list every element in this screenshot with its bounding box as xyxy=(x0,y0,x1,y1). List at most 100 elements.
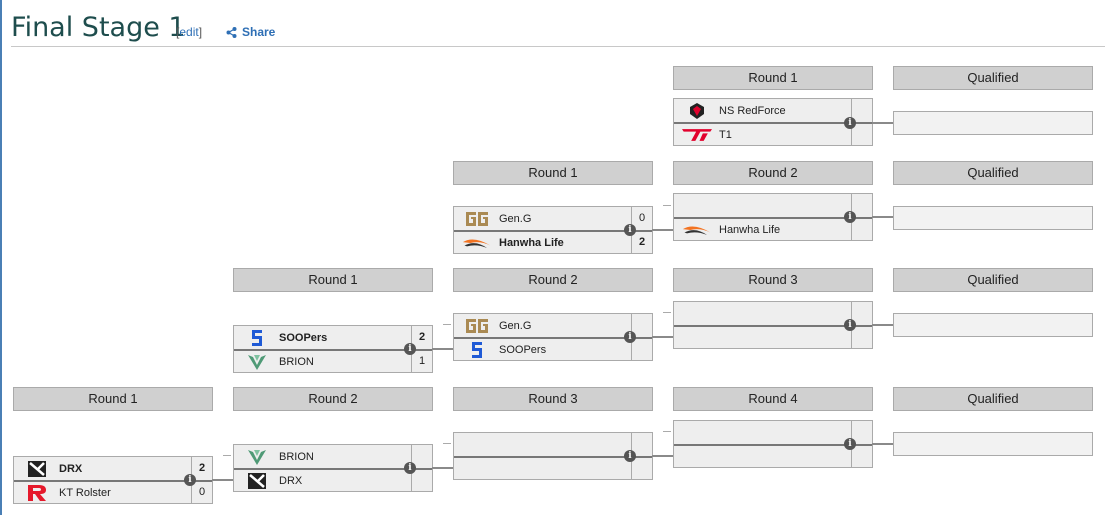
team-score: 2 xyxy=(191,457,212,480)
match-team-row[interactable] xyxy=(674,194,850,217)
geng-logo xyxy=(462,316,492,336)
bracket-tick xyxy=(443,324,451,325)
match-info-icon[interactable]: i xyxy=(844,211,856,223)
match-divider xyxy=(234,468,432,470)
match-team-row[interactable]: KT Rolster xyxy=(14,481,190,504)
bracket-connector xyxy=(872,324,893,326)
brion-logo xyxy=(242,447,272,467)
team-name: Hanwha Life xyxy=(499,236,564,249)
bracket-connector xyxy=(432,348,453,350)
team-score: 0 xyxy=(191,481,212,504)
match-info-icon[interactable]: i xyxy=(844,319,856,331)
bracket-connector xyxy=(432,467,453,469)
match-divider xyxy=(14,480,212,482)
match-team-row[interactable]: DRX xyxy=(14,457,190,480)
team-name: BRION xyxy=(279,355,314,368)
match-divider xyxy=(674,325,872,327)
match-team-row[interactable]: BRION xyxy=(234,350,410,373)
qualified-header: Qualified xyxy=(893,268,1093,292)
bracket-tick xyxy=(223,455,231,456)
round-header: Round 3 xyxy=(453,387,653,411)
match-divider xyxy=(674,217,872,219)
bracket-tick xyxy=(663,205,671,206)
match-info-icon[interactable]: i xyxy=(624,224,636,236)
match-info-icon[interactable]: i xyxy=(404,462,416,474)
share-button[interactable]: Share xyxy=(226,25,275,39)
match-divider xyxy=(674,122,872,124)
match-info-icon[interactable]: i xyxy=(184,474,196,486)
ns-redforce-logo xyxy=(682,101,712,121)
title-divider xyxy=(11,46,1105,47)
bracket-tick xyxy=(663,431,671,432)
match-divider xyxy=(674,444,872,446)
match-team-row[interactable]: BRION xyxy=(234,445,410,468)
match-info-icon[interactable]: i xyxy=(844,117,856,129)
drx-logo xyxy=(242,471,272,491)
team-name: SOOPers xyxy=(279,331,328,344)
team-name: SOOPers xyxy=(499,343,547,356)
hanwha-life-logo xyxy=(682,220,712,240)
bracket-connector xyxy=(872,443,893,445)
bracket-connector xyxy=(872,216,893,218)
edit-link[interactable]: edit xyxy=(179,25,199,39)
bracket-connector xyxy=(652,229,673,231)
kt-rolster-logo xyxy=(22,483,52,503)
qualified-slot xyxy=(893,313,1093,337)
match-brion-vs-drx: BRION DRX xyxy=(233,444,433,492)
bracket-tick xyxy=(663,312,671,313)
bracket-connector xyxy=(652,455,673,457)
drx-logo xyxy=(22,459,52,479)
share-label: Share xyxy=(242,25,276,39)
team-score: 2 xyxy=(631,231,652,254)
team-name: Gen.G xyxy=(499,212,532,225)
match-team-row[interactable]: Gen.G xyxy=(454,207,630,230)
match-soopers-vs-brion: SOOPers BRION 2 1 xyxy=(233,325,433,373)
round-header: Round 4 xyxy=(673,387,873,411)
edit-bracket-open: [ xyxy=(176,25,180,39)
team-name: DRX xyxy=(279,474,303,487)
t1-logo xyxy=(682,125,712,145)
qualified-slot xyxy=(893,206,1093,230)
match-info-icon[interactable]: i xyxy=(404,343,416,355)
round-header: Round 2 xyxy=(233,387,433,411)
edit-link-wrapper: [edit] xyxy=(176,25,202,39)
match-divider xyxy=(234,349,432,351)
bracket-connector xyxy=(872,122,893,124)
qualified-header: Qualified xyxy=(893,66,1093,90)
team-name: KT Rolster xyxy=(59,486,111,499)
match-info-icon[interactable]: i xyxy=(624,331,636,343)
match-team-row[interactable]: Gen.G xyxy=(454,314,630,337)
bracket-tick xyxy=(443,443,451,444)
match-team-row[interactable]: SOOPers xyxy=(454,338,630,361)
match-team-row[interactable]: SOOPers xyxy=(234,326,410,349)
brion-logo xyxy=(242,352,272,372)
round-header: Round 1 xyxy=(453,161,653,185)
match-divider xyxy=(454,456,652,458)
match-round2-hanwha: Hanwha Life xyxy=(673,193,873,241)
match-team-row[interactable]: T1 xyxy=(674,123,850,146)
soopers-logo xyxy=(462,340,492,360)
match-team-row[interactable]: Hanwha Life xyxy=(454,231,630,254)
match-team-row[interactable]: Hanwha Life xyxy=(674,218,850,241)
team-name: T1 xyxy=(719,128,732,141)
team-score: 2 xyxy=(411,326,432,349)
round-header: Round 1 xyxy=(233,268,433,292)
match-info-icon[interactable]: i xyxy=(844,438,856,450)
match-info-icon[interactable]: i xyxy=(624,450,636,462)
round-header: Round 1 xyxy=(673,66,873,90)
qualified-slot xyxy=(893,111,1093,135)
bracket-connector xyxy=(212,479,233,481)
match-round4-empty xyxy=(673,420,873,468)
match-team-row[interactable]: NS RedForce xyxy=(674,99,850,122)
team-name: Gen.G xyxy=(499,319,532,332)
round-header: Round 1 xyxy=(13,387,213,411)
round-header: Round 2 xyxy=(453,268,653,292)
match-geng-vs-hanwha: Gen.G Hanwha Life 0 2 xyxy=(453,206,653,254)
match-team-row[interactable]: DRX xyxy=(234,469,410,492)
team-name: DRX xyxy=(59,462,83,475)
round-header: Round 3 xyxy=(673,268,873,292)
match-round3-empty xyxy=(453,432,653,480)
edit-bracket-close: ] xyxy=(198,25,203,39)
match-drx-vs-kt: DRX KT Rolster 2 0 xyxy=(13,456,213,504)
bracket-connector xyxy=(652,336,673,338)
